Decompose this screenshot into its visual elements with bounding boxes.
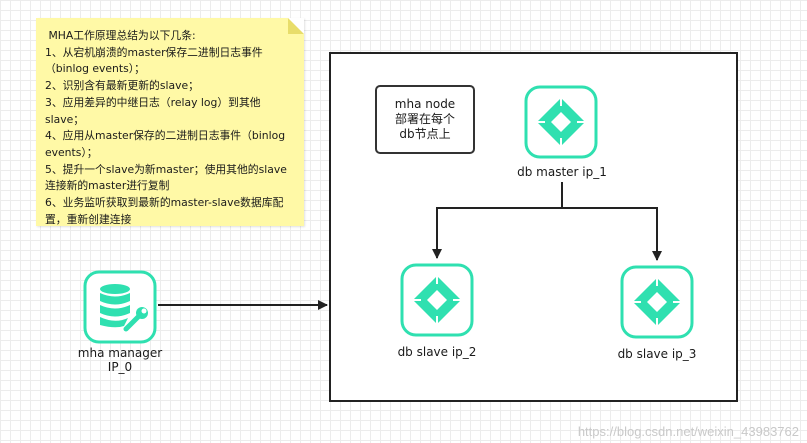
sticky-note: MHA工作原理总结为以下几条: 1、从宕机崩溃的master保存二进制日志事件（…: [36, 18, 304, 226]
database-wrench-icon: [83, 270, 157, 344]
mysql-diamond-icon: [400, 263, 474, 337]
manager-label: mha manager IP_0: [77, 346, 163, 374]
mysql-diamond-icon: [620, 265, 694, 339]
slave2-label: db slave ip_2: [397, 345, 477, 359]
watermark: https://blog.csdn.net/weixin_43983762: [577, 424, 799, 439]
master-to-slave3-line: [562, 207, 662, 261]
master-label: db master ip_1: [517, 165, 607, 179]
note-fold-corner: [288, 18, 304, 34]
slave3-label: db slave ip_3: [617, 347, 697, 361]
mha-node-box: mha node 部署在每个 db节点上: [375, 85, 475, 154]
master-branch-line: [432, 182, 563, 259]
mha-node-text: mha node 部署在每个 db节点上: [394, 97, 456, 141]
note-text: MHA工作原理总结为以下几条: 1、从宕机崩溃的master保存二进制日志事件（…: [45, 29, 287, 226]
mysql-diamond-icon: [524, 85, 598, 159]
